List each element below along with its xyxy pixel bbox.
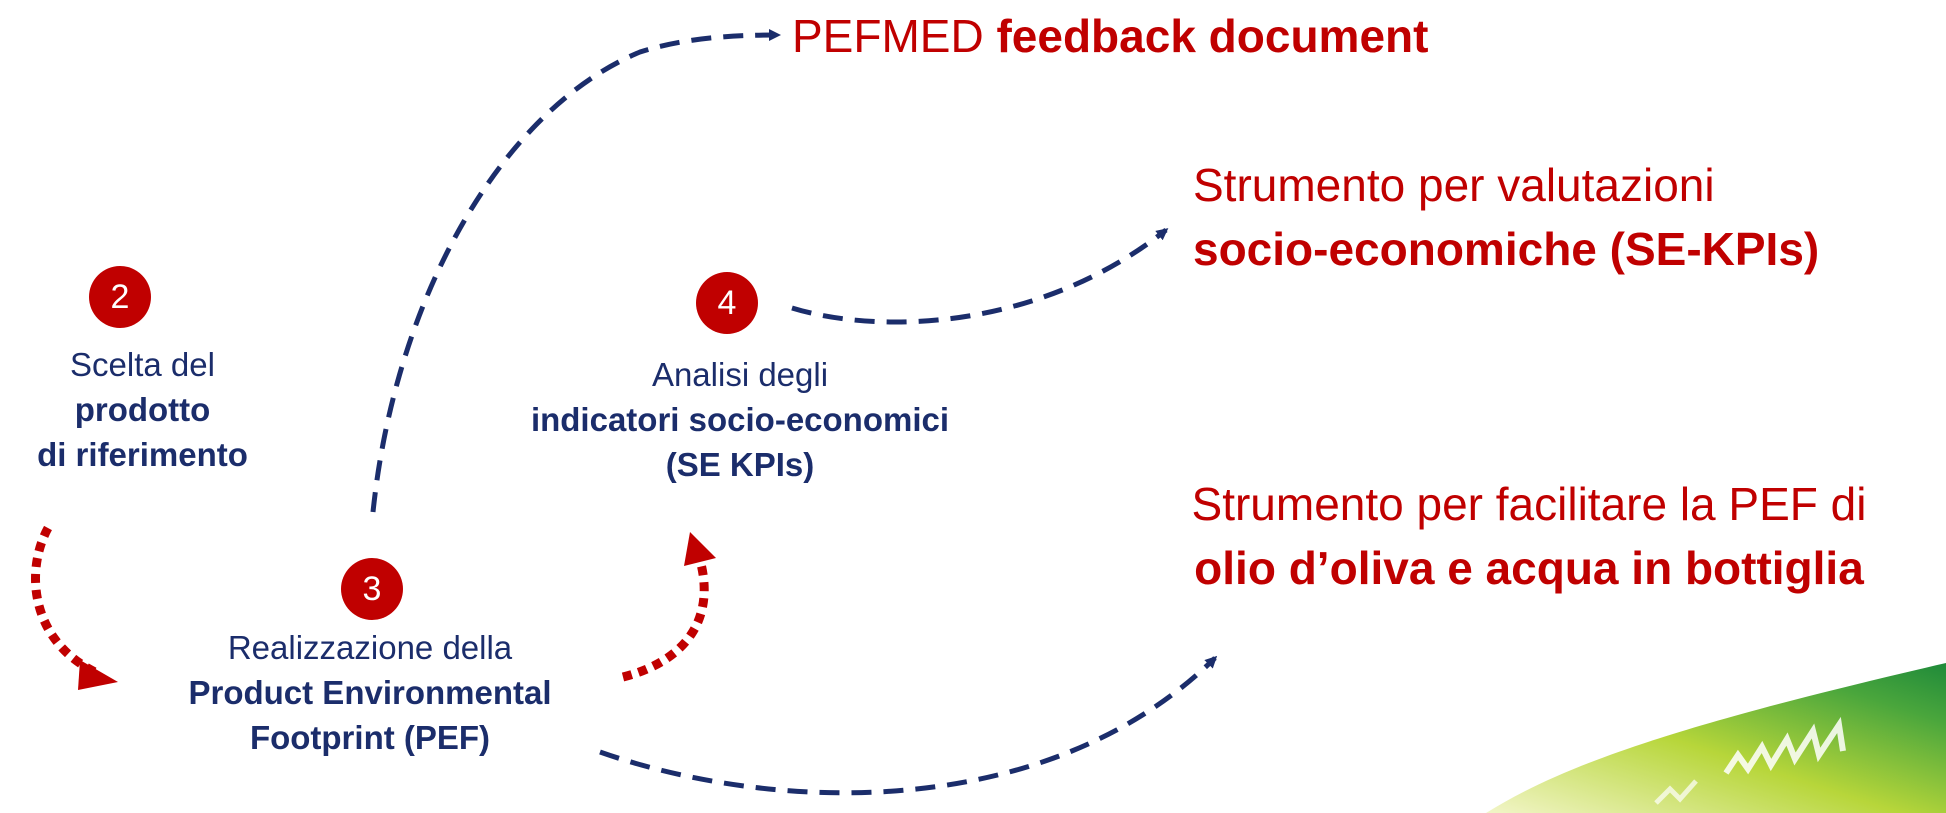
step-3-line3: Footprint (PEF) — [249, 719, 491, 756]
output-se-tool-line2: socio-economiche (SE-KPIs) — [1193, 223, 1820, 275]
output-pef-tool-line2: olio d’oliva e acqua in bottiglia — [1194, 542, 1864, 594]
step-3-line1: Realizzazione della — [227, 629, 513, 666]
output-feedback-normal: PEFMED — [792, 10, 997, 62]
output-se-tool: Strumento per valutazioni socio-economic… — [1193, 153, 1819, 281]
arrow-step2-to-step3-head — [78, 660, 118, 690]
arrow-step3-to-step4-head — [684, 532, 716, 566]
output-se-tool-line1: Strumento per valutazioni — [1193, 159, 1715, 211]
step-4-line1: Analisi degli — [651, 356, 829, 393]
arrow-to-se-tool — [791, 228, 1169, 325]
arrow-step3-to-step4 — [621, 558, 709, 682]
step-2-line3: di riferimento — [37, 436, 248, 473]
step-3-label: Realizzazione della Product Environmenta… — [120, 625, 620, 760]
step-4-line3: (SE KPIs) — [665, 446, 815, 483]
step-2-badge: 2 — [89, 266, 151, 328]
step-4-line2: indicatori socio-economici — [530, 401, 950, 438]
output-pef-tool: Strumento per facilitare la PEF di olio … — [1112, 472, 1946, 600]
step-2-line1: Scelta del — [70, 346, 215, 383]
decorative-swoosh — [1486, 663, 1946, 813]
arrow-to-feedback — [370, 29, 781, 513]
step-2-line2: prodotto — [74, 391, 211, 428]
step-3-badge: 3 — [341, 558, 403, 620]
arrow-to-pef-tool — [599, 655, 1218, 796]
output-feedback-bold: feedback document — [996, 10, 1429, 62]
output-pef-tool-line1: Strumento per facilitare la PEF di — [1191, 478, 1867, 530]
step-4-badge: 4 — [696, 272, 758, 334]
arrow-step2-to-step3 — [31, 525, 98, 677]
step-4-label: Analisi degli indicatori socio-economici… — [470, 352, 1010, 487]
output-feedback-document: PEFMED feedback document — [792, 4, 1428, 68]
step-2-label: Scelta del prodotto di riferimento — [0, 342, 285, 477]
step-3-line2: Product Environmental — [188, 674, 552, 711]
